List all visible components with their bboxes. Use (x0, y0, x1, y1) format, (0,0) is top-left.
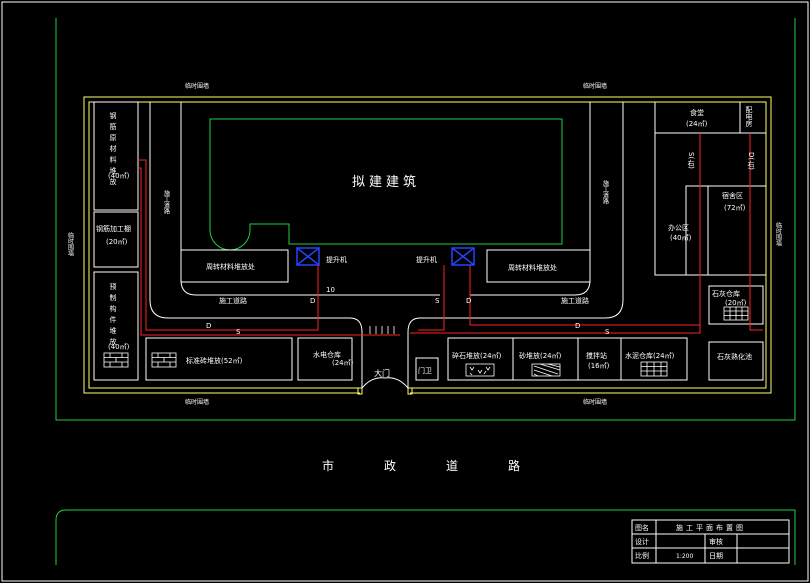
brick-yard-label: 标准砖堆放(52㎡) (186, 356, 243, 365)
road-bottom-right-label: 施工道路 (561, 296, 589, 305)
main-gate-label: 大门 (374, 368, 390, 378)
office-area: (40㎡) (670, 234, 692, 242)
mixing-station-area: (16㎡) (588, 362, 610, 370)
fence-top-left-label: 临时围墙 (185, 82, 209, 90)
precast-yard-area: (40㎡) (108, 343, 130, 351)
hoist-right-label: 提升机 (416, 255, 437, 264)
fence-left-label: 临时围墙 (67, 231, 74, 257)
rebar-processing-label: 钢筋加工棚 (96, 224, 131, 233)
precast-yard-box (93, 271, 139, 381)
line-d-left-label: D (206, 322, 211, 330)
sand-yard-label: 砂堆放(24㎡) (519, 351, 562, 360)
lime-pit-box (708, 341, 764, 381)
municipal-road-label: 市政道路 (322, 458, 570, 473)
lime-store-label: 石灰仓库 (712, 289, 740, 298)
pipelines (138, 133, 763, 336)
title-scale-label: 比例 (635, 551, 649, 560)
construction-road (149, 102, 624, 388)
line-s-center-label: S (435, 297, 440, 305)
title-design-label: 设计 (635, 537, 649, 546)
hoist-left-label: 提升机 (326, 255, 347, 264)
line-s-right-label: S (605, 328, 610, 336)
pipe-s-right-label: S(右) (687, 152, 695, 169)
brick-yard-hatch-icon (151, 352, 177, 368)
mixing-station-label: 搅拌站 (586, 351, 607, 360)
guard-box (415, 357, 439, 381)
road-bottom-left-label: 施工道路 (219, 296, 247, 305)
line-d-right-label: D (575, 322, 580, 330)
hw-store-box (297, 337, 353, 381)
title-review-label: 审核 (709, 537, 723, 546)
material-row-dividers (512, 338, 622, 380)
lime-pit-label: 石灰熟化池 (717, 352, 752, 361)
line-d-center-right-label: D (466, 297, 471, 305)
pipe-crossing-marks (369, 326, 395, 334)
title-scale-value: 1:200 (676, 553, 693, 560)
line-s-left-label: S (236, 328, 241, 336)
fence-bottom-right-label: 临时围墙 (583, 398, 607, 406)
lime-store-box (708, 285, 764, 325)
dormitory-label: 宿舍区 (722, 191, 743, 200)
title-date-label: 日期 (709, 552, 723, 560)
road-left-vertical-label: 施工道路 (163, 189, 170, 215)
gravel-hatch-icon (465, 363, 495, 377)
turnover-yard-left (180, 249, 289, 283)
lime-store-hatch-icon (723, 306, 749, 321)
distribution-room-label: 配电房 (745, 106, 753, 128)
canteen-area: (24㎡) (686, 120, 708, 128)
gate-swing (361, 377, 409, 389)
precast-yard-label: 预制构件堆放 (109, 282, 117, 349)
proposed-building-outline (209, 118, 563, 251)
brick-hatch-icon (103, 352, 129, 368)
fence-top-right-label: 临时围墙 (583, 82, 607, 90)
title-name-value: 施工平面布置图 (676, 523, 746, 532)
turnover-right-label: 周转材料堆放处 (508, 263, 557, 272)
dormitory-area: (72㎡) (724, 204, 746, 212)
lime-store-area: (20㎡) (725, 299, 747, 307)
line-d-center-label: D (310, 297, 315, 305)
title-name-label: 图名 (635, 523, 649, 532)
hw-store-area: (24㎡) (332, 359, 354, 367)
line-10-label: 10 (326, 286, 335, 294)
fence-bottom-left-label: 临时围墙 (185, 398, 209, 406)
rebar-yard-label: 钢筋原材料堆放 (109, 111, 117, 189)
rebar-yard-box (93, 101, 139, 211)
hoist-right-icon (451, 247, 475, 266)
rebar-processing-box (93, 211, 139, 268)
turnover-yard-right (486, 249, 591, 283)
temporary-fence (83, 96, 772, 395)
guard-label: 门卫 (418, 366, 432, 375)
hw-store-label: 水电仓库 (313, 350, 341, 359)
road-right-vertical-label: 施工道路 (602, 179, 609, 205)
cement-hatch-icon (640, 361, 668, 377)
cement-store-label: 水泥仓库(24㎡) (625, 351, 675, 360)
gravel-yard-label: 碎石堆放(24㎡) (452, 351, 502, 360)
office-label: 办公区 (668, 223, 689, 232)
site-boundary (55, 18, 796, 565)
brick-yard-box (145, 337, 293, 381)
fence-right-label: 临时围墙 (775, 221, 782, 247)
hoist-left-icon (296, 247, 320, 266)
proposed-building-label: 拟建建筑 (352, 174, 420, 190)
office-box (685, 185, 709, 276)
sand-hatch-icon (531, 363, 561, 377)
canteen-label: 食堂 (690, 108, 704, 117)
rebar-yard-area: (40㎡) (108, 172, 130, 180)
title-block (631, 519, 790, 564)
rebar-processing-area: (20㎡) (106, 238, 128, 246)
material-row-box (447, 337, 688, 381)
turnover-left-label: 周转材料堆放处 (206, 262, 255, 271)
pipe-d-right-label: D(右) (747, 152, 755, 170)
